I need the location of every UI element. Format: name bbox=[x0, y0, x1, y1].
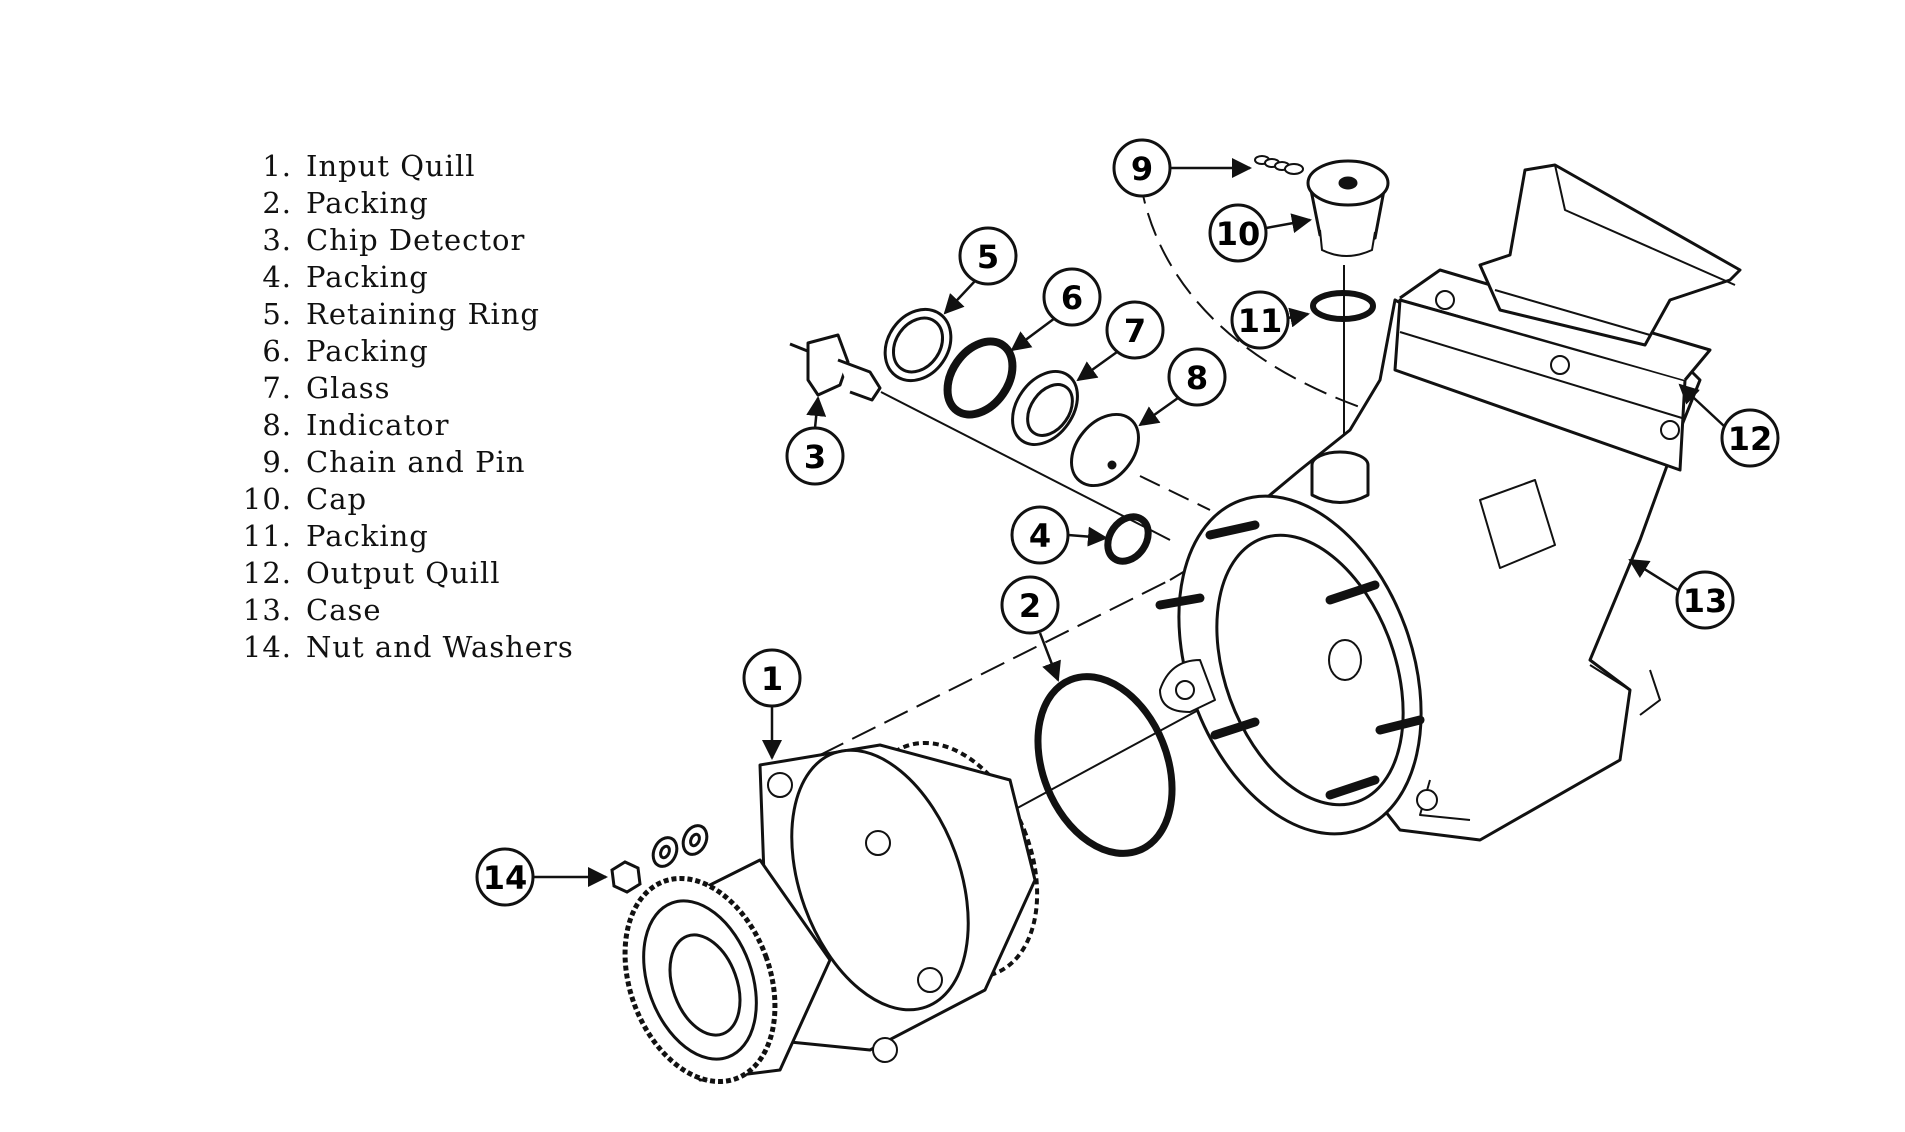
legend-number: 2. bbox=[262, 186, 292, 220]
callout-label: 1 bbox=[761, 660, 783, 698]
legend-item: 13. Case bbox=[240, 592, 574, 629]
legend-item: 11. Packing bbox=[240, 518, 574, 555]
parts-legend: 1.Input Quill 2.Packing 3.Chip Detector … bbox=[240, 148, 574, 666]
packing-6-part bbox=[943, 337, 1017, 419]
callout-label: 9 bbox=[1131, 150, 1153, 188]
callout-10: 10 bbox=[1208, 203, 1312, 263]
glass-part bbox=[1011, 370, 1079, 446]
callout-8: 8 bbox=[1138, 347, 1227, 427]
legend-number: 12. bbox=[242, 556, 292, 590]
legend-number: 3. bbox=[262, 223, 292, 257]
legend-number: 14. bbox=[242, 630, 292, 664]
callout-label: 4 bbox=[1029, 517, 1051, 555]
legend-label: Chain and Pin bbox=[306, 445, 526, 479]
legend-label: Retaining Ring bbox=[306, 297, 540, 331]
callout-14: 14 bbox=[475, 847, 608, 907]
packing-2-part bbox=[1034, 673, 1176, 857]
legend-label: Packing bbox=[306, 260, 429, 294]
legend-number: 8. bbox=[262, 408, 292, 442]
chain-and-pin-part bbox=[1254, 155, 1304, 175]
legend-number: 4. bbox=[262, 260, 292, 294]
legend-label: Input Quill bbox=[306, 149, 476, 183]
callout-1: 1 bbox=[742, 648, 802, 760]
callout-4: 4 bbox=[1010, 505, 1108, 565]
legend-label: Packing bbox=[306, 334, 429, 368]
legend-label: Glass bbox=[306, 371, 391, 405]
legend-item: 2. Packing bbox=[240, 185, 574, 222]
packing-11-part bbox=[1310, 290, 1376, 322]
callout-9: 9 bbox=[1112, 138, 1252, 198]
callout-2: 2 bbox=[1000, 575, 1061, 682]
legend-label: Case bbox=[306, 593, 382, 627]
packing-4-part bbox=[1104, 513, 1152, 565]
input-quill-part bbox=[622, 740, 1040, 1085]
legend-number: 13. bbox=[242, 593, 292, 627]
legend-item: 12. Output Quill bbox=[240, 555, 574, 592]
indicator-part bbox=[1070, 412, 1140, 488]
callout-label: 10 bbox=[1216, 215, 1261, 253]
legend-item: 4. Packing bbox=[240, 259, 574, 296]
legend-number: 1. bbox=[262, 149, 292, 183]
chip-detector-part bbox=[789, 333, 882, 402]
callout-6: 6 bbox=[1010, 267, 1102, 352]
callout-label: 7 bbox=[1124, 312, 1146, 350]
callout-3: 3 bbox=[785, 396, 845, 486]
callout-label: 6 bbox=[1061, 279, 1083, 317]
legend-number: 6. bbox=[262, 334, 292, 368]
legend-item: 7. Glass bbox=[240, 370, 574, 407]
legend-item: 1. Input Quill bbox=[240, 148, 574, 185]
legend-number: 9. bbox=[262, 445, 292, 479]
legend-label: Cap bbox=[306, 482, 368, 516]
callout-11: 11 bbox=[1230, 290, 1310, 350]
legend-label: Chip Detector bbox=[306, 223, 526, 257]
legend-number: 10. bbox=[242, 482, 292, 516]
callout-label: 8 bbox=[1186, 359, 1208, 397]
callout-label: 5 bbox=[977, 238, 999, 276]
output-quill-part bbox=[1478, 163, 1742, 347]
legend-item: 6. Packing bbox=[240, 333, 574, 370]
legend-label: Packing bbox=[306, 186, 429, 220]
legend-label: Indicator bbox=[306, 408, 450, 442]
legend-number: 5. bbox=[262, 297, 292, 331]
callout-label: 11 bbox=[1238, 302, 1283, 340]
callout-12: 12 bbox=[1678, 383, 1780, 468]
legend-label: Packing bbox=[306, 519, 429, 553]
callout-label: 2 bbox=[1019, 587, 1041, 625]
legend-item: 14. Nut and Washers bbox=[240, 629, 574, 666]
callout-label: 14 bbox=[483, 859, 528, 897]
callout-label: 12 bbox=[1728, 420, 1773, 458]
callout-7: 7 bbox=[1076, 300, 1165, 382]
legend-item: 9. Chain and Pin bbox=[240, 444, 574, 481]
legend-item: 10. Cap bbox=[240, 481, 574, 518]
retaining-ring-part bbox=[883, 307, 953, 383]
nut-and-washers-part bbox=[610, 824, 709, 894]
legend-item: 8. Indicator bbox=[240, 407, 574, 444]
case-part bbox=[1155, 268, 1712, 842]
callout-label: 3 bbox=[804, 438, 826, 476]
callout-5: 5 bbox=[943, 226, 1018, 315]
legend-number: 7. bbox=[262, 371, 292, 405]
cap-part bbox=[1306, 159, 1390, 257]
callout-13: 13 bbox=[1628, 558, 1735, 630]
legend-item: 5. Retaining Ring bbox=[240, 296, 574, 333]
callout-label: 13 bbox=[1683, 582, 1728, 620]
legend-label: Nut and Washers bbox=[306, 630, 574, 664]
legend-item: 3. Chip Detector bbox=[240, 222, 574, 259]
legend-number: 11. bbox=[242, 519, 292, 553]
legend-label: Output Quill bbox=[306, 556, 501, 590]
